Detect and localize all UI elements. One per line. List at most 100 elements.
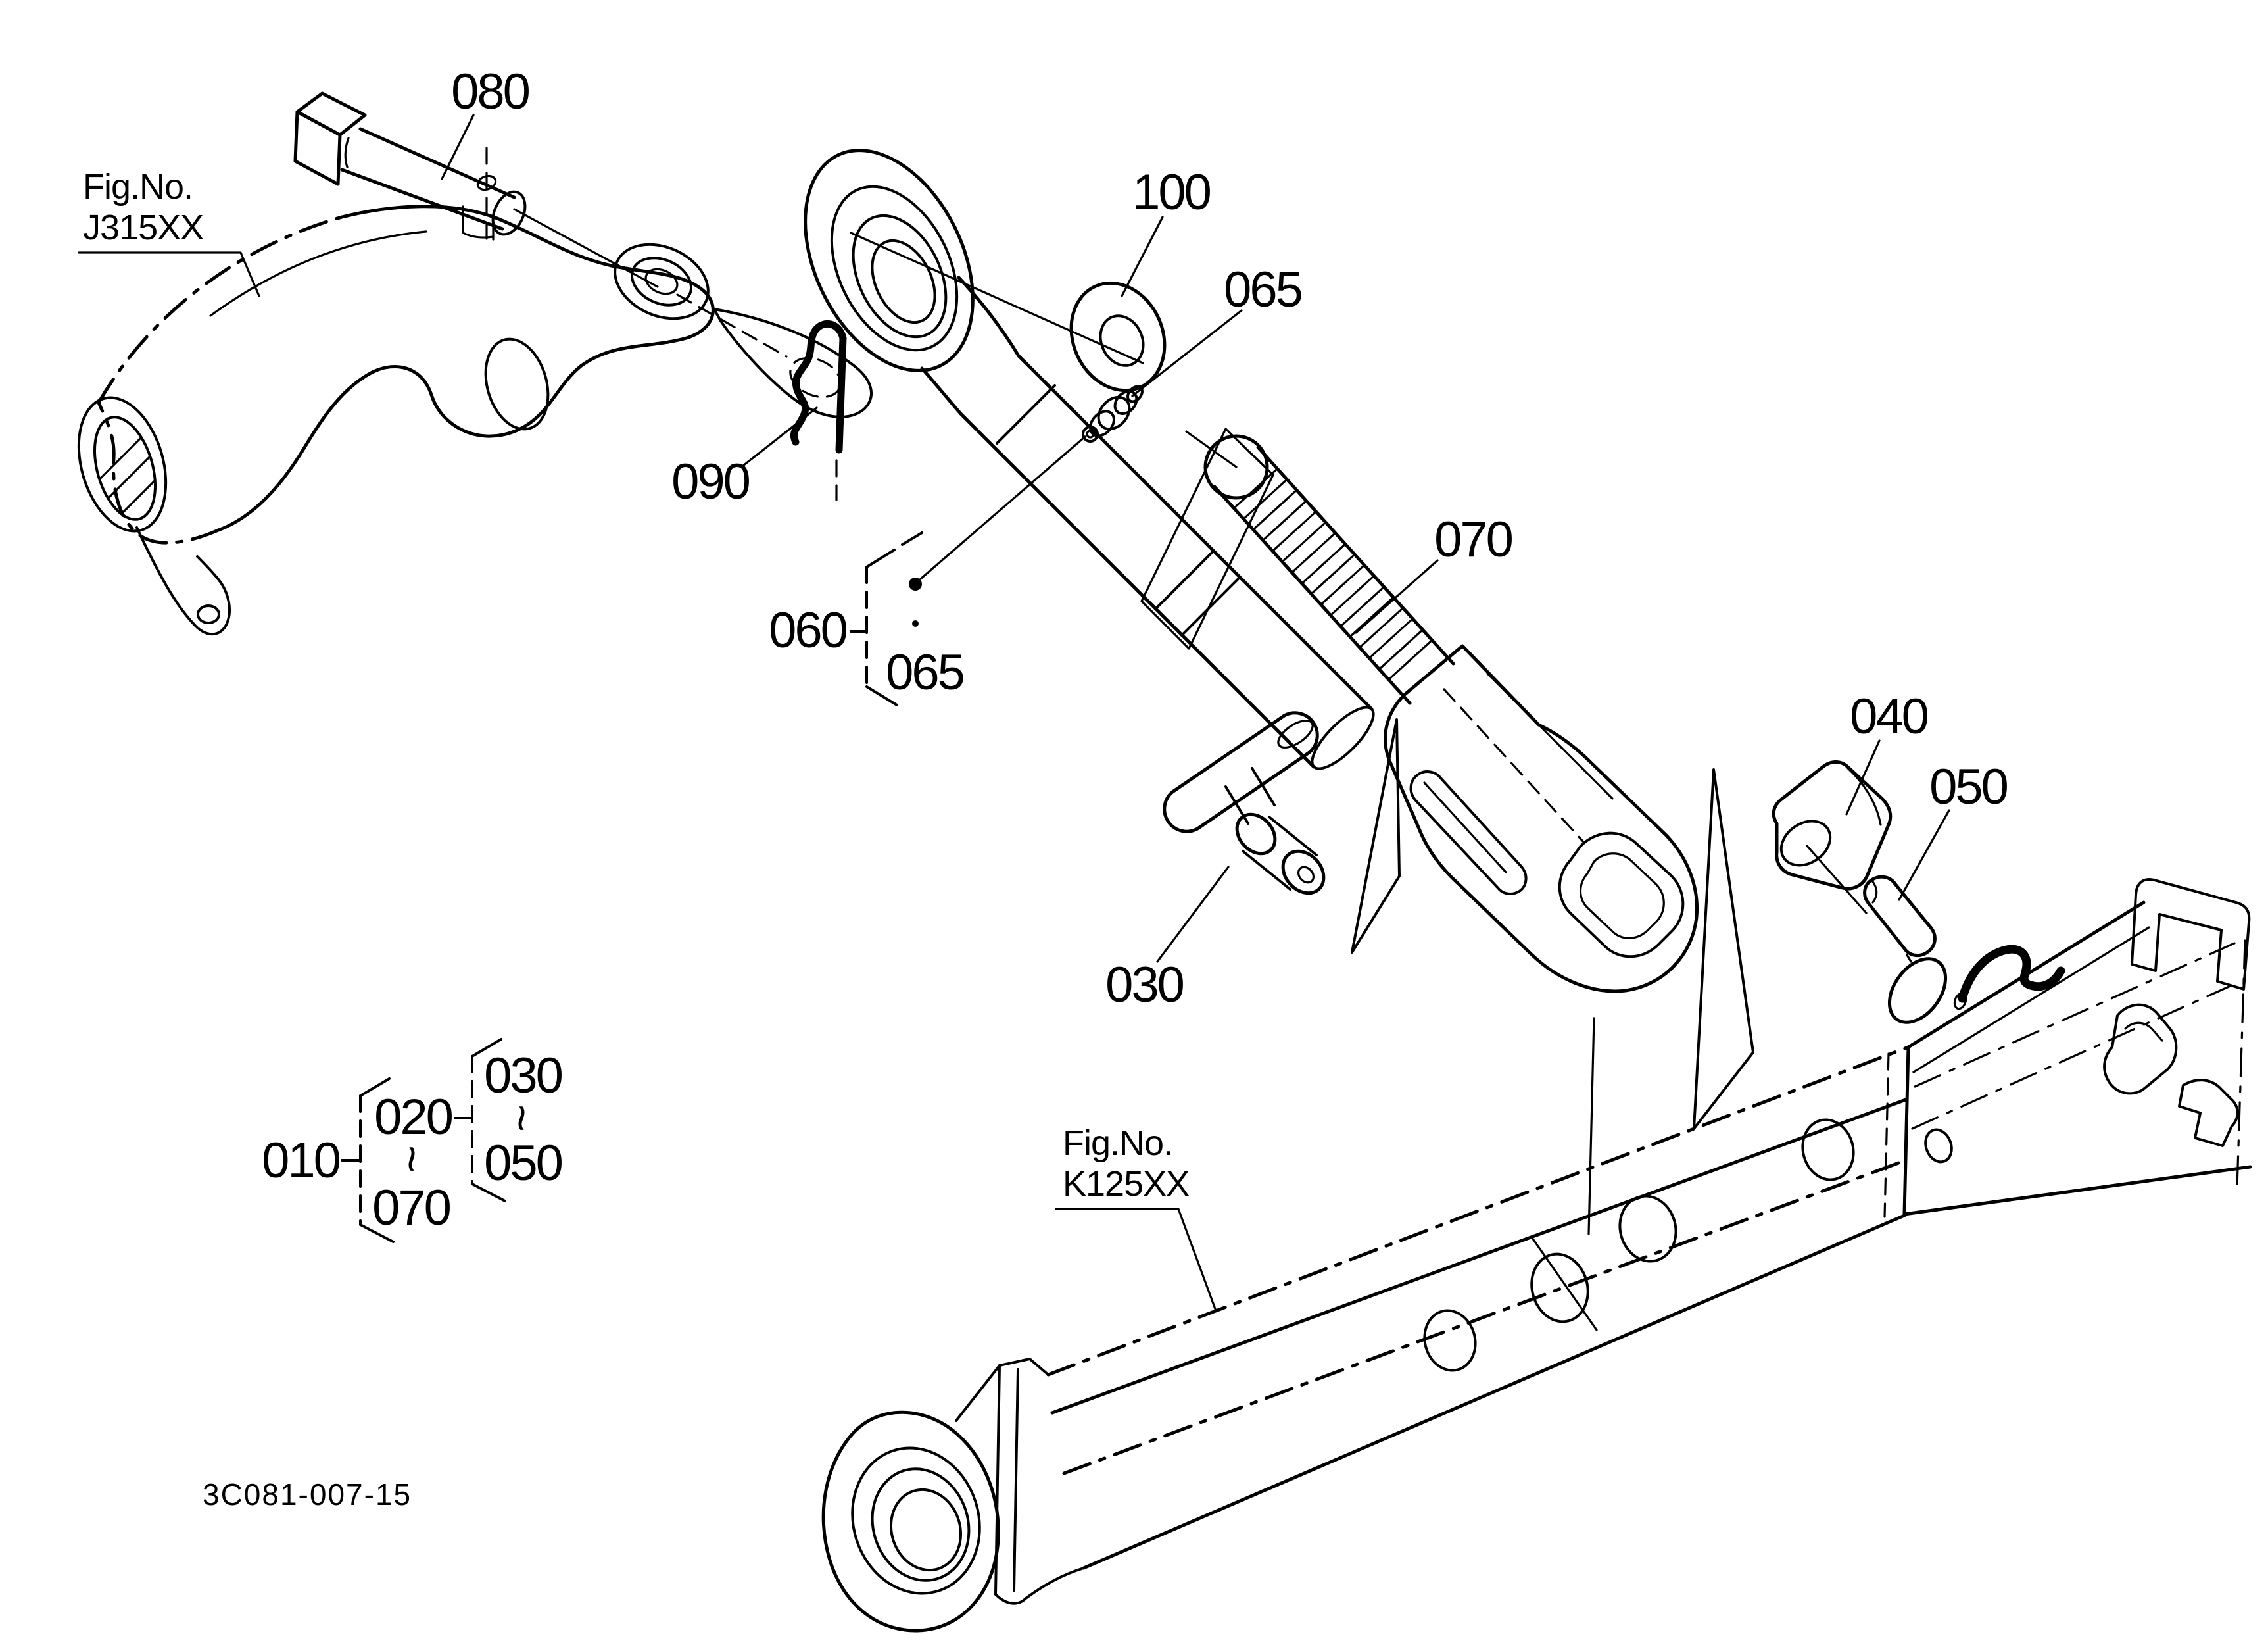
lift-arm-foot bbox=[135, 526, 231, 636]
lifting-rod-assembly bbox=[804, 149, 1375, 770]
leader-050 bbox=[1898, 809, 1950, 901]
thread-line bbox=[1281, 521, 1327, 563]
callout-040[interactable]: 040 bbox=[1850, 689, 1930, 745]
callout-100[interactable]: 100 bbox=[1132, 164, 1213, 220]
assembly-bracket-060 bbox=[850, 435, 1086, 706]
figref-k125-underline bbox=[1055, 1208, 1217, 1310]
bracket-hidden-edge bbox=[1883, 1052, 1890, 1218]
callout-065-lower[interactable]: 065 bbox=[886, 645, 966, 701]
clevis-mouth-outer bbox=[1558, 831, 1685, 958]
rod-neck-left bbox=[920, 366, 963, 416]
lift-arm-boss-ring bbox=[77, 396, 168, 533]
link-bar-bottom-edge bbox=[1082, 1214, 1906, 1570]
leader-040 bbox=[1845, 739, 1881, 816]
thread-line bbox=[1252, 489, 1298, 531]
figref-j315-code[interactable]: J315XX bbox=[83, 208, 204, 247]
figref-k125-code[interactable]: K125XX bbox=[1063, 1164, 1190, 1204]
cut-triangle-left bbox=[1351, 718, 1401, 954]
clevis-outline bbox=[1384, 644, 1699, 993]
rod-body-right-edge bbox=[1017, 354, 1374, 711]
leader-090 bbox=[742, 406, 818, 467]
link-front-edge-2 bbox=[1013, 1368, 1019, 1592]
lift-arm-clevis-boss-ring bbox=[631, 257, 692, 307]
handle-grip bbox=[1163, 711, 1319, 833]
bracket-lower-hook bbox=[2178, 1079, 2239, 1147]
handle-web-line-2 bbox=[1251, 767, 1276, 806]
clevis-to-link-axis bbox=[1587, 1017, 1595, 1235]
callout-070[interactable]: 070 bbox=[1434, 512, 1514, 568]
figref-j315-underline bbox=[78, 251, 260, 297]
nipple-body-1 bbox=[1089, 410, 1115, 437]
thread-line bbox=[1330, 574, 1376, 616]
callout-080[interactable]: 080 bbox=[451, 64, 531, 120]
cut-triangle-right bbox=[1693, 768, 1754, 1130]
nipple-thread-end bbox=[1126, 385, 1144, 403]
dot-to-nipple-leader bbox=[919, 435, 1086, 580]
bracket-060-bottom-tick bbox=[865, 685, 898, 706]
washer-hole bbox=[1099, 314, 1145, 367]
thread-line bbox=[1242, 478, 1288, 520]
thread-line bbox=[1232, 468, 1278, 510]
clevis-slot-inner-edge bbox=[1423, 781, 1507, 873]
clevis-side-slot bbox=[1409, 770, 1528, 895]
link-front-edge-1 bbox=[994, 1364, 1001, 1596]
drawing-number: 3C081-007-15 bbox=[203, 1477, 412, 1512]
snap-pin-straight-leg bbox=[835, 334, 847, 454]
handle-grip-end-face bbox=[1277, 720, 1314, 749]
callout-060[interactable]: 060 bbox=[769, 602, 849, 658]
clevis-far-prong-edge bbox=[1486, 672, 1614, 800]
group-bracket-1-bottom-tick bbox=[359, 1223, 395, 1243]
group-tilde-2: ~ bbox=[495, 1104, 548, 1132]
leader-030 bbox=[1156, 866, 1230, 963]
clevis-fork bbox=[1384, 644, 1699, 1235]
handle-030 bbox=[1163, 711, 1326, 895]
bracket-phantom-line-2 bbox=[1911, 984, 2233, 1130]
clevis-axis-dashed bbox=[1443, 688, 1585, 843]
snap-pin-wavy-leg bbox=[790, 320, 847, 446]
thread-line bbox=[1349, 596, 1395, 638]
group-bracket-2-top-tick bbox=[471, 1038, 502, 1058]
group-label-020[interactable]: 020 bbox=[374, 1089, 454, 1145]
lift-arm-foot-hole bbox=[197, 604, 220, 624]
washer-outer bbox=[1069, 281, 1167, 393]
callout-050[interactable]: 050 bbox=[1929, 759, 2010, 815]
figure-reference-k125: Fig.No. K125XX bbox=[1063, 1123, 1190, 1204]
group-label-030[interactable]: 030 bbox=[484, 1048, 564, 1104]
thread-line bbox=[1271, 510, 1317, 553]
rod-end-ball bbox=[852, 214, 948, 339]
lift-arm-boss-bore bbox=[93, 416, 157, 521]
grease-nipple-065 bbox=[1082, 385, 1144, 443]
hatch-line bbox=[121, 530, 221, 630]
screw-centerline bbox=[1185, 430, 1238, 468]
group-label-050[interactable]: 050 bbox=[484, 1135, 564, 1191]
lift-arm-outline-phantom-top bbox=[97, 215, 344, 405]
thread-line bbox=[1339, 585, 1386, 627]
lift-arm-lower-clevis-plate bbox=[713, 308, 873, 418]
group-label-070[interactable]: 070 bbox=[372, 1180, 452, 1236]
rod-collar-line bbox=[996, 384, 1056, 445]
lift-arm-clevis-boss-outer bbox=[614, 243, 710, 320]
handle-pivot-near-face bbox=[1235, 812, 1277, 856]
group-label-010[interactable]: 010 bbox=[262, 1133, 342, 1189]
rod-end-eye-ring bbox=[830, 185, 959, 352]
cut-marks bbox=[1351, 718, 1754, 1130]
link-hole-3 bbox=[1618, 1194, 1677, 1263]
handle-pivot-far-face bbox=[1281, 849, 1326, 895]
bracket-bar-end-face bbox=[1902, 1045, 1910, 1216]
link-hole-4 bbox=[1801, 1118, 1855, 1181]
bracket-bottom-edge bbox=[1902, 1165, 2252, 1216]
group-tilde-1: ~ bbox=[385, 1145, 438, 1173]
callout-065-upper[interactable]: 065 bbox=[1224, 262, 1304, 318]
callout-030[interactable]: 030 bbox=[1105, 957, 1186, 1013]
lift-arm-outline bbox=[216, 205, 715, 532]
link-ball-ring-1 bbox=[851, 1446, 981, 1595]
nut-hole-axis bbox=[1806, 845, 1868, 914]
link-hole-axis-line bbox=[1531, 1237, 1598, 1331]
bracket-top-inner-edge bbox=[1912, 926, 2150, 1073]
handle-web-line-1 bbox=[1224, 785, 1249, 825]
link-ball-ring-2 bbox=[871, 1467, 971, 1582]
callout-090[interactable]: 090 bbox=[671, 454, 752, 510]
figref-j315-prefix: Fig.No. bbox=[83, 167, 193, 207]
